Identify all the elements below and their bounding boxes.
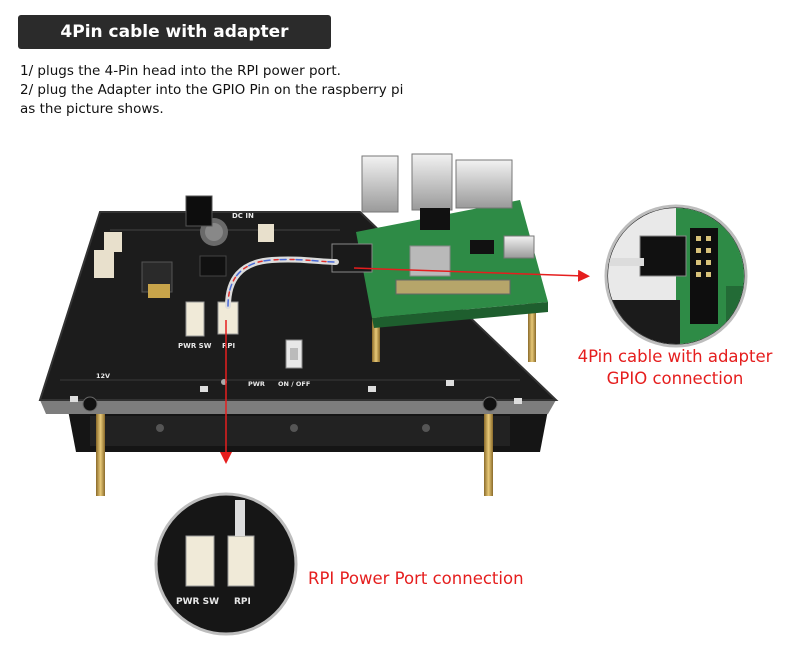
pointer-arrows	[220, 267, 590, 464]
instruction-step-2: 2/ plug the Adapter into the GPIO Pin on…	[20, 82, 404, 98]
gpio-adapter	[331, 243, 373, 273]
silk-pwr: PWR	[248, 380, 265, 388]
zoom-circle-gpio	[604, 204, 748, 348]
page-title: 4Pin cable with adapter conection	[18, 15, 331, 76]
silk-on-off: ON / OFF	[278, 380, 310, 388]
gpio-label-line-2: GPIO connection	[606, 369, 744, 388]
instruction-step-1: 1/ plugs the 4-Pin head into the RPI pow…	[20, 63, 341, 79]
arrow-to-gpio-zoom	[353, 267, 590, 282]
usb-port	[361, 155, 399, 213]
usb-port	[411, 153, 453, 211]
standoffs-lower	[96, 408, 493, 496]
expansion-board: PWR SW RPI DC IN PWR ON / OFF 12V	[38, 195, 559, 414]
gpio-label-line-1: 4Pin cable with adapter	[577, 347, 773, 366]
silk-dc-in: DC IN	[232, 212, 254, 220]
zoom-silk-pwr-sw: PWR SW	[176, 597, 219, 607]
silk-pwr-sw: PWR SW	[178, 342, 212, 350]
silk-rpi: RPI	[222, 342, 235, 350]
zoom-silk-rpi: RPI	[234, 597, 251, 607]
hdd-enclosure	[68, 410, 548, 452]
jst-connector	[104, 232, 122, 252]
raspberry-pi-board	[331, 153, 548, 328]
silk-12v: 12V	[96, 372, 110, 380]
ethernet-port	[455, 159, 513, 209]
gpio-connection-label: 4Pin cable with adapter GPIO connection	[560, 346, 790, 390]
power-connection-label: RPI Power Port connection	[308, 569, 524, 588]
instruction-step-2-continued: as the picture shows.	[20, 101, 164, 117]
zoom-circle-power: PWR SW RPI	[154, 492, 298, 636]
jst-connector	[94, 250, 114, 278]
instructions: 1/ plugs the 4-Pin head into the RPI pow…	[20, 62, 403, 119]
pwr-sw-connector	[185, 301, 205, 337]
four-pin-cable	[225, 256, 339, 309]
standoffs-upper	[372, 300, 536, 362]
